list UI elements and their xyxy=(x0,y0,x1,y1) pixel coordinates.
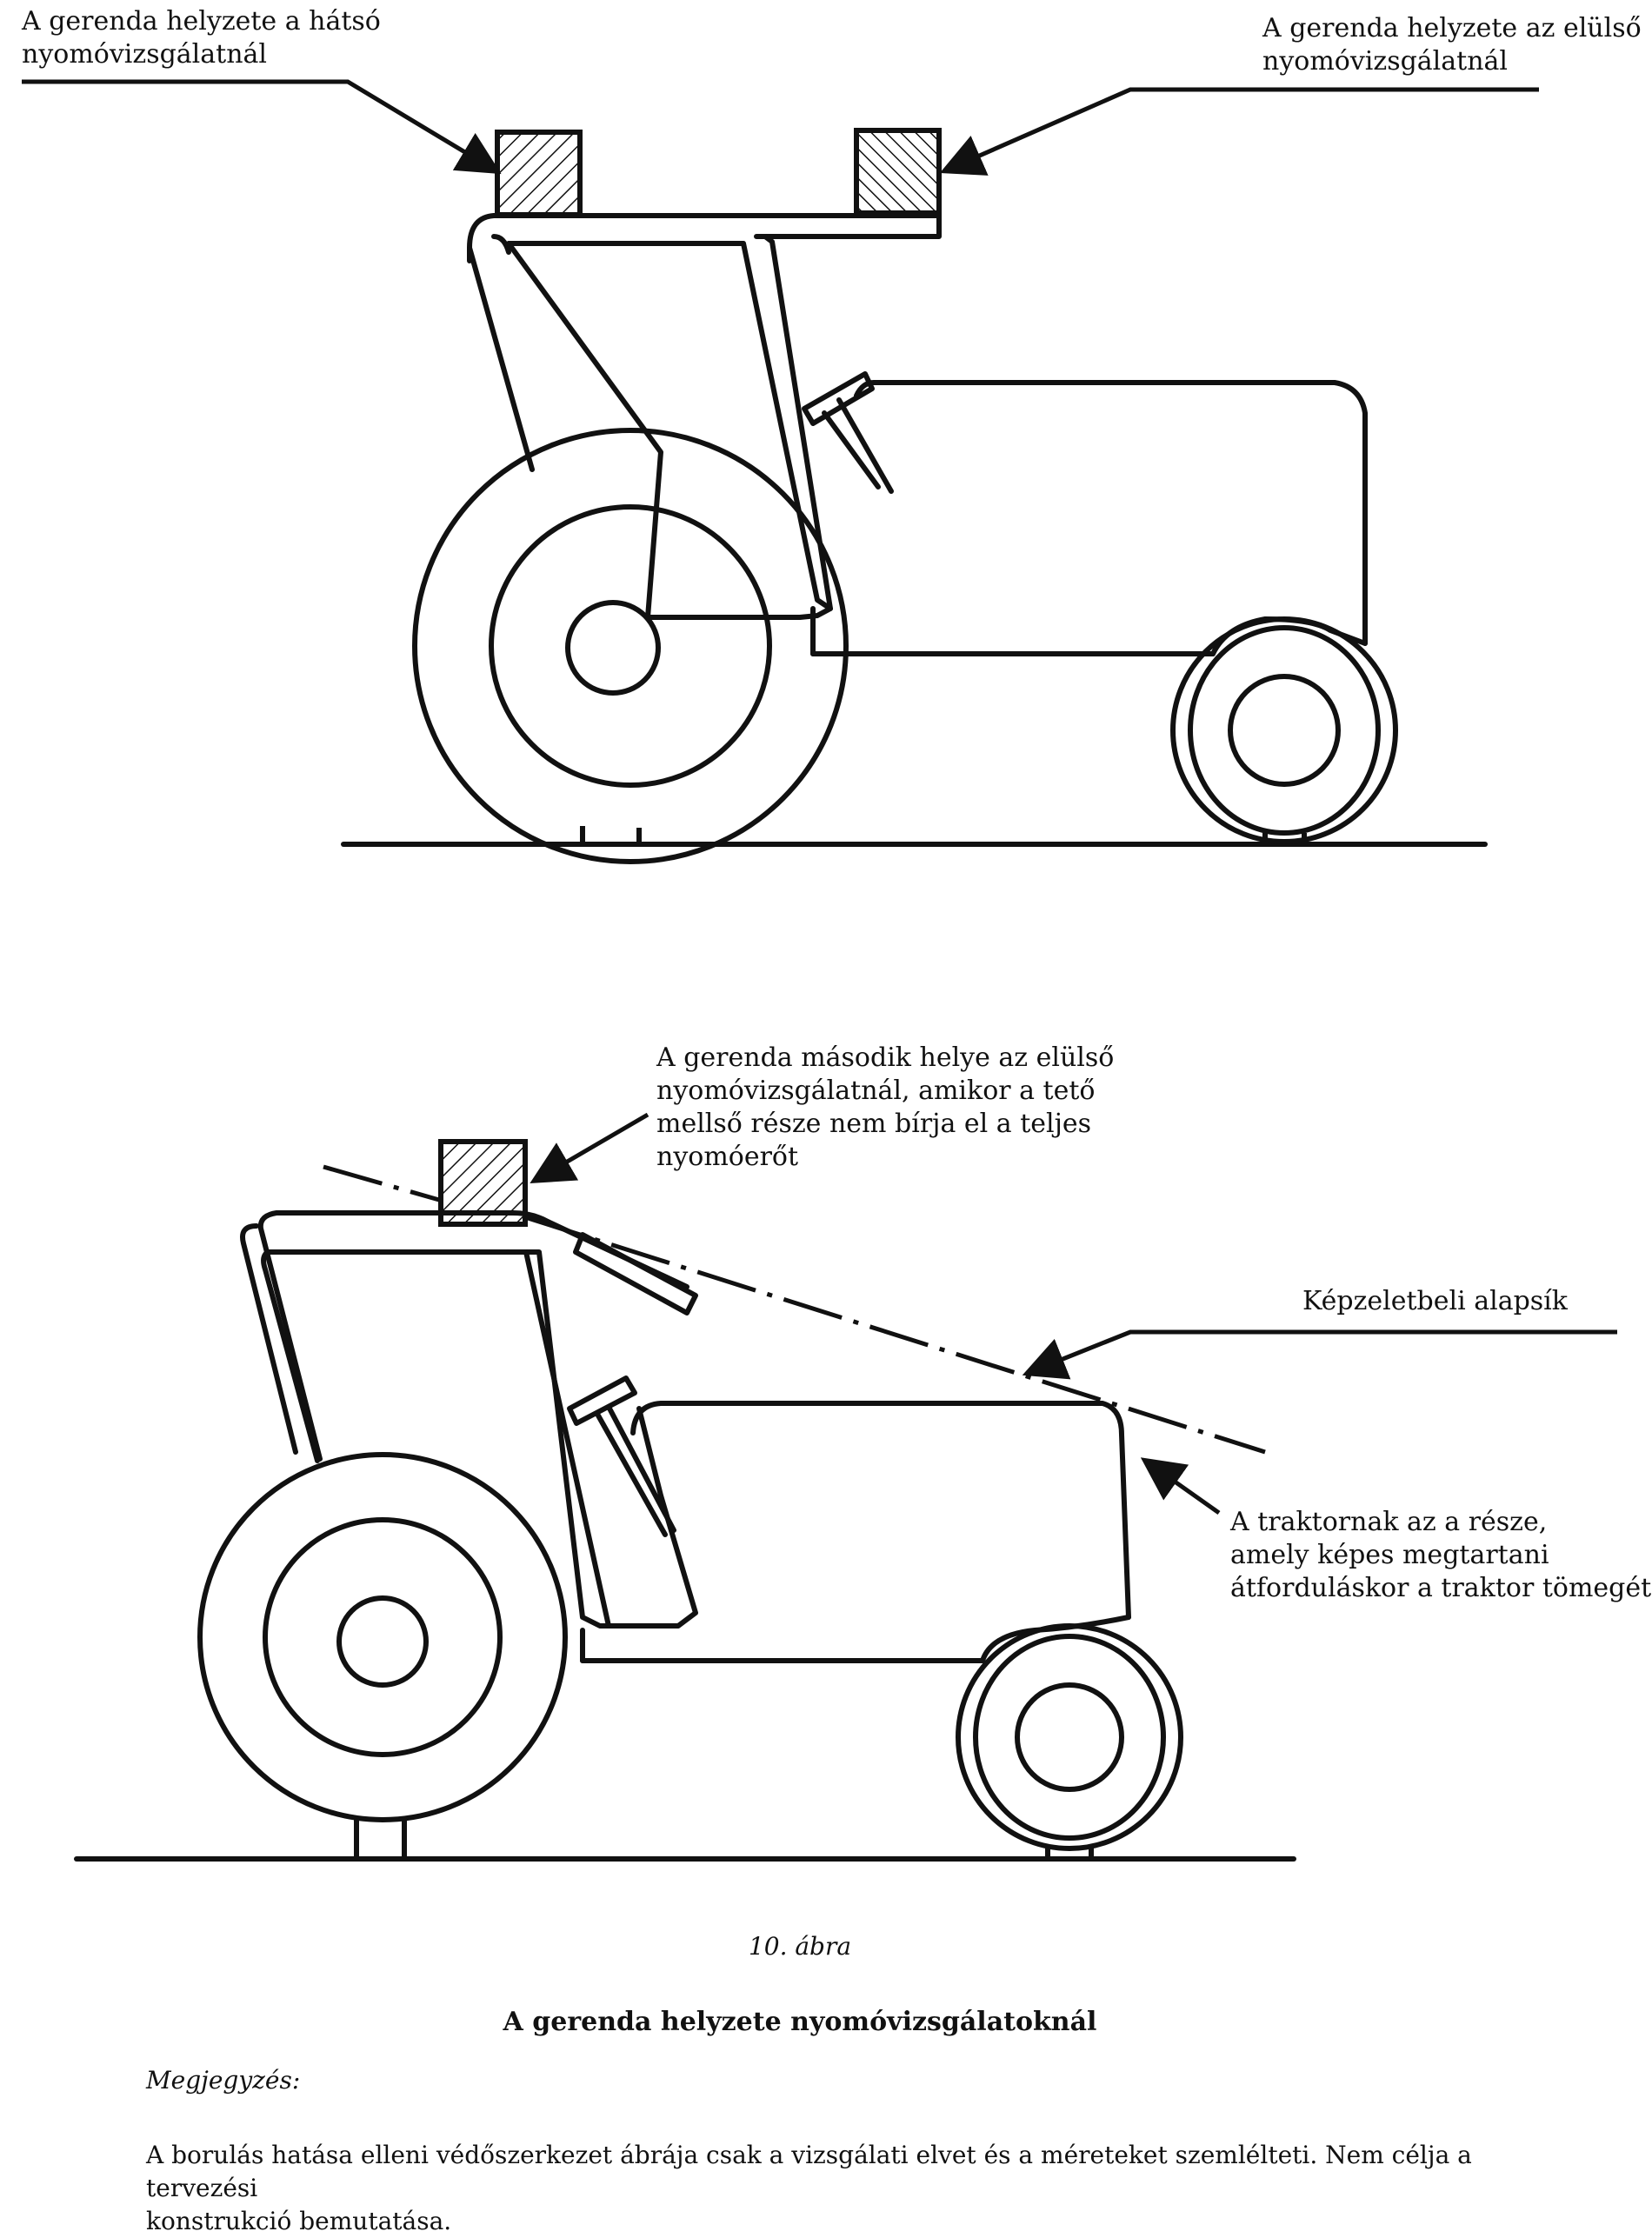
label-line: A gerenda helyzete az elülső xyxy=(1262,13,1642,43)
label-line: A traktornak az a része, xyxy=(1230,1507,1548,1537)
label-line: nyomóerőt xyxy=(656,1142,799,1172)
label-rear-beam-position: A gerenda helyzete a hátsó nyomóvizsgála… xyxy=(22,5,381,71)
windshield-strip xyxy=(573,1232,698,1315)
note-line: A borulás hatása elleni védőszerkezet áb… xyxy=(146,2141,1472,2202)
tractor-top xyxy=(341,213,1488,847)
note-text: A borulás hatása elleni védőszerkezet áb… xyxy=(146,2139,1572,2238)
beam-rear-position xyxy=(495,130,583,217)
hood-top xyxy=(854,380,1368,646)
note-line: konstrukció bemutatása. xyxy=(146,2207,452,2235)
hood-bottom xyxy=(630,1401,1131,1620)
rear-wheel-top xyxy=(412,428,849,864)
steering-wheel-top xyxy=(802,371,875,426)
figure-number: 10. ábra xyxy=(748,1932,852,1961)
rear-wheel-bottom xyxy=(197,1452,568,1857)
label-second-beam-position: A gerenda második helye az elülső nyomóv… xyxy=(656,1042,1114,1174)
front-wheel-bottom xyxy=(956,1623,1183,1857)
note-heading: Megjegyzés: xyxy=(146,2066,301,2095)
tractor-bottom xyxy=(74,1210,1296,1862)
label-imaginary-plane: Képzeletbeli alapsík xyxy=(1302,1285,1568,1318)
label-line: A gerenda második helye az elülső xyxy=(656,1042,1115,1073)
leader-lines-top xyxy=(22,79,1539,176)
imaginary-ground-plane xyxy=(323,1164,1266,1455)
rops-frame-top xyxy=(467,213,535,472)
figure-title: A gerenda helyzete nyomóvizsgálatoknál xyxy=(503,2007,1097,2037)
label-line: A gerenda helyzete a hátsó xyxy=(22,6,381,37)
label-line: Képzeletbeli alapsík xyxy=(1302,1286,1568,1316)
label-line: nyomóvizsgálatnál, amikor a tető xyxy=(656,1076,1096,1106)
beam-second-position xyxy=(438,1139,528,1227)
label-line: átforduláskor a traktor tömegét xyxy=(1230,1573,1652,1603)
label-line: nyomóvizsgálatnál xyxy=(22,39,268,70)
label-supporting-part: A traktornak az a része, amely képes meg… xyxy=(1230,1506,1651,1605)
rops-frame-bottom xyxy=(257,1210,689,1462)
label-line: amely képes megtartani xyxy=(1230,1540,1549,1570)
label-line: nyomóvizsgálatnál xyxy=(1262,46,1509,77)
beam-front-position xyxy=(854,128,942,216)
label-front-beam-position: A gerenda helyzete az elülső nyomóvizsgá… xyxy=(1262,12,1642,78)
roof-bar-top xyxy=(491,213,942,239)
steering-wheel-bottom xyxy=(567,1375,637,1426)
leader-lines-bottom xyxy=(530,1112,1617,1515)
front-wheel-top xyxy=(1170,616,1398,844)
label-line: mellső része nem bírja el a teljes xyxy=(656,1109,1092,1139)
